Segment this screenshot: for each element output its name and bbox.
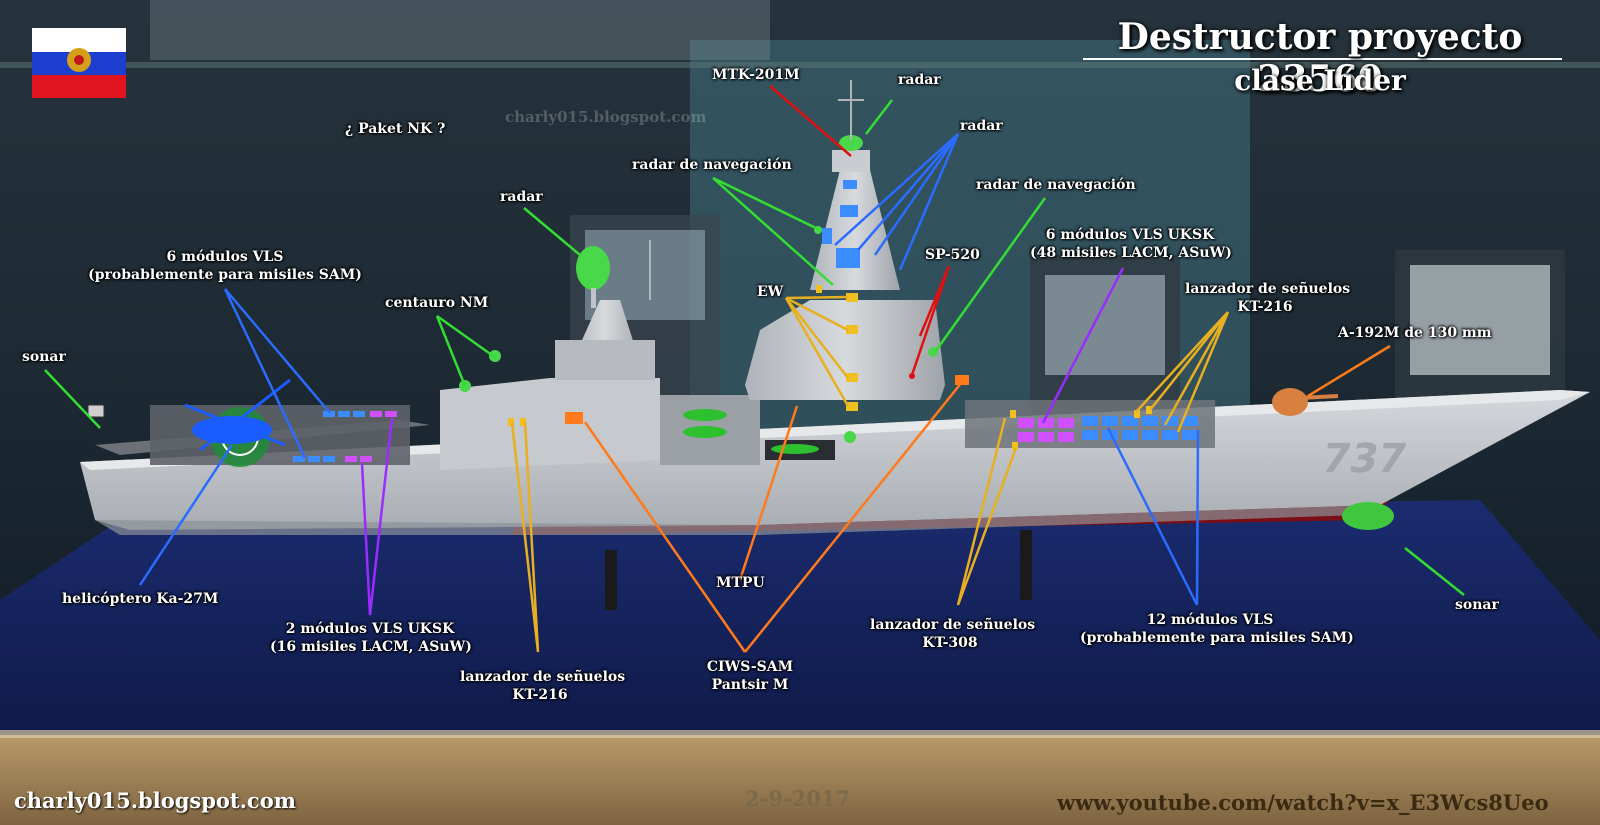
label-2-uksk: 2 módulos VLS UKSK(16 misiles LACM, ASuW…: [270, 621, 472, 655]
watermark-top: charly015.blogspot.com: [505, 108, 707, 126]
label-6-uksk: 6 módulos VLS UKSK(48 misiles LACM, ASuW…: [1030, 227, 1232, 261]
label-sonar-left: sonar: [22, 349, 66, 365]
main-tower-upper: [810, 170, 900, 290]
flight-deck: [150, 405, 410, 465]
label-radar-nav-left: radar de navegación: [632, 157, 792, 173]
boat-2: [683, 426, 727, 438]
callout-lines: [44, 85, 1465, 653]
stand-2: [1020, 530, 1032, 600]
main-gun: [1272, 388, 1308, 416]
russian-flag: [32, 28, 126, 98]
aft-ciws: [565, 412, 583, 424]
svg-text:737: 737: [1318, 434, 1412, 481]
aft-superstructure: [440, 378, 660, 470]
main-tower-base: [745, 300, 945, 400]
label-helicopter: helicóptero Ka-27M: [62, 591, 219, 607]
aft-radar-dome: [576, 246, 610, 290]
label-12-vls: 12 módulos VLS(probablemente para misile…: [1080, 612, 1354, 646]
label-radar-blue: radar: [960, 118, 1003, 134]
label-sonar-right: sonar: [1455, 597, 1499, 613]
aft-vls-blue: [293, 411, 365, 462]
label-gun: A-192M de 130 mm: [1338, 325, 1492, 341]
top-glare: [150, 0, 770, 60]
display-base: [0, 500, 1600, 745]
label-sp-520: SP-520: [925, 247, 980, 263]
label-radar-nav-right: radar de navegación: [976, 177, 1136, 193]
fwd-vls-blue: [1082, 416, 1198, 440]
label-radar-mast: radar: [898, 72, 941, 88]
boat-1: [683, 409, 727, 421]
label-ew: EW: [757, 284, 784, 300]
top-radar: [839, 135, 863, 151]
aft-vls-purple: [345, 411, 397, 462]
footer-video-url: www.youtube.com/watch?v=x_E3Wcs8Ueo: [1057, 790, 1549, 815]
footer-date: 2-9-2017: [745, 786, 851, 811]
label-paket-nk: ¿ Paket NK ?: [345, 121, 446, 137]
ew-pods: [816, 285, 858, 411]
title-line2: clase Líder: [1234, 64, 1406, 97]
label-mtpu: MTPU: [716, 575, 765, 591]
radar-panels: [822, 180, 860, 268]
wood-shelf: [0, 735, 1600, 825]
label-centauro: centauro NM: [385, 295, 489, 311]
label-mtk-201m: MTK-201M: [712, 67, 800, 83]
sonar-bulb: [1342, 502, 1394, 530]
title-line1: Destructor proyecto 23560: [1117, 16, 1523, 100]
label-6-vls: 6 módulos VLS(probablemente para misiles…: [88, 249, 362, 283]
label-radar-fwd: radar: [500, 189, 543, 205]
fwd-vls-purple: [1018, 418, 1074, 442]
footer-blog: charly015.blogspot.com: [14, 788, 296, 813]
helicopter: [192, 416, 272, 444]
fwd-ciws: [955, 375, 969, 385]
stand-1: [605, 550, 617, 610]
